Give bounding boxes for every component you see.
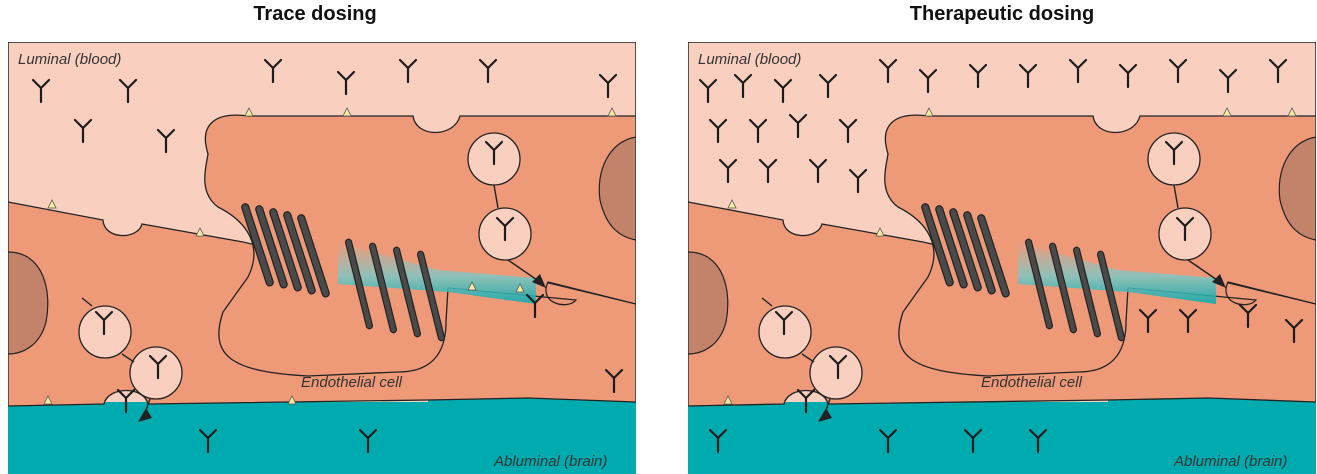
label-endothelial: Endothelial cell xyxy=(301,374,403,391)
label-endothelial: Endothelial cell xyxy=(981,374,1083,391)
panel-title-therapeutic: Therapeutic dosing xyxy=(687,3,1317,26)
panel-therapeutic-dosing: Luminal (blood) Endothelial cell Ablumin… xyxy=(688,42,1316,474)
label-luminal: Luminal (blood) xyxy=(698,51,801,68)
label-abluminal: Abluminal (brain) xyxy=(493,453,607,470)
label-abluminal: Abluminal (brain) xyxy=(1173,453,1287,470)
panel-title-trace: Trace dosing xyxy=(0,3,630,26)
panel-trace-dosing: Luminal (blood) Endothelial cell Ablumin… xyxy=(8,42,636,474)
label-luminal: Luminal (blood) xyxy=(18,51,121,68)
